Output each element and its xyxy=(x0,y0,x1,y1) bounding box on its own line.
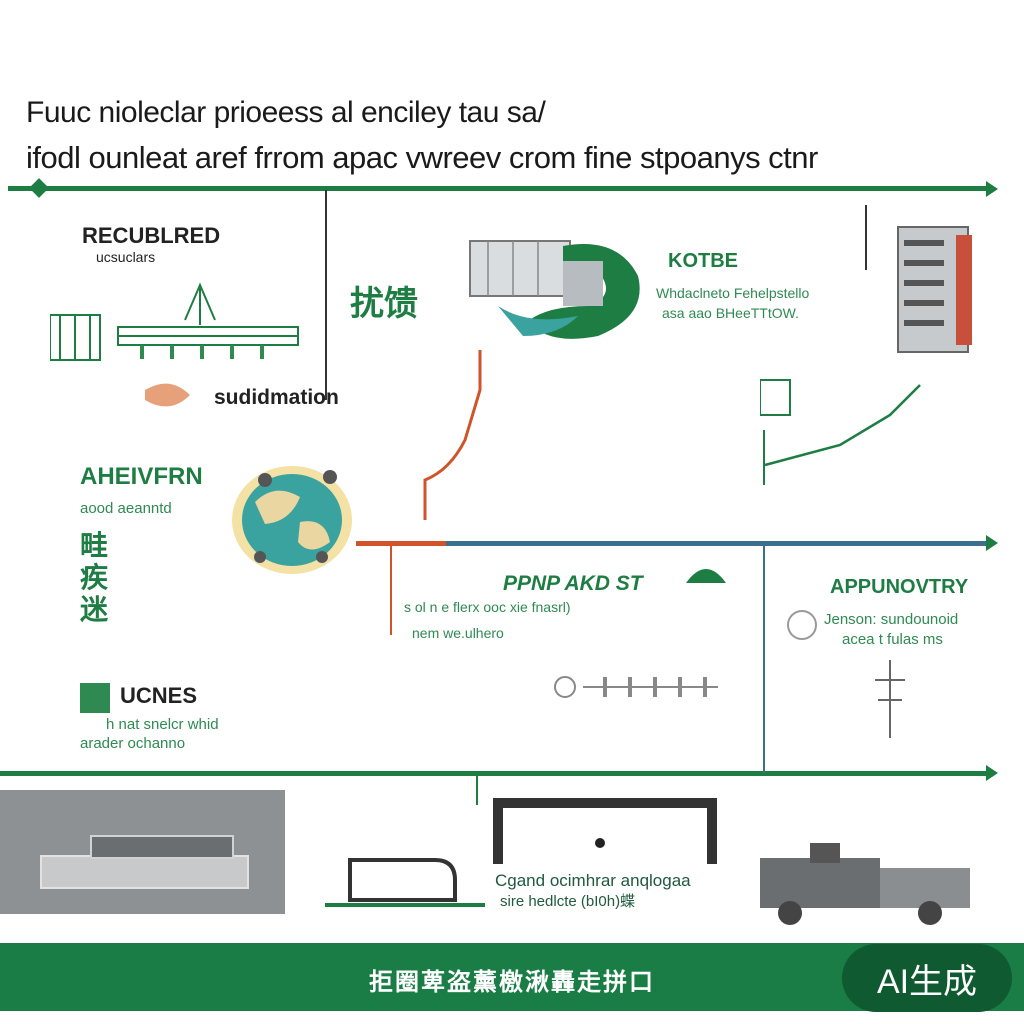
connector-left-vertical xyxy=(325,190,327,400)
middle-flow-line xyxy=(446,541,986,546)
top-flow-node-left xyxy=(29,178,49,198)
ppnp-title: PPNP AKD ST xyxy=(503,572,643,595)
bottom-left-machine xyxy=(0,790,285,914)
title-line-2: ifodl ounleat aref frrom apac vwreev cro… xyxy=(26,140,818,175)
connector-right-lower-vertical xyxy=(763,430,765,485)
appunovtry-icon xyxy=(787,610,817,640)
ai-generated-badge: AI生成 xyxy=(842,944,1012,1012)
aheivfrn-title: AHEIVFRN xyxy=(80,463,203,490)
appunovtry-title: APPUNOVTRY xyxy=(830,576,969,598)
bottom-center-frame xyxy=(493,798,717,864)
small-conveyor-illustration xyxy=(554,676,718,698)
middle-flow-line-orange xyxy=(356,541,446,546)
ppnp-subtitle-1: s ol n e flerx ooc xie fnasrl) xyxy=(404,599,571,615)
bottom-caption-1: Cgand ocimhrar anqlogaa xyxy=(495,871,691,890)
appunovtry-subtitle-1: Jenson: sundounoid xyxy=(824,611,959,628)
recubered-subtitle: ucsuclars xyxy=(96,249,156,265)
vertical-cn-label: 畦疾迷 xyxy=(80,530,109,625)
middle-flow-arrow-right xyxy=(986,535,998,551)
ppnp-subtitle-2: nem we.ulhero xyxy=(412,625,504,641)
ucnes-title: UCNES xyxy=(120,683,198,708)
conveyor-illustration xyxy=(50,282,299,407)
footer-text: 拒圈萆盗薰檄湫轟走拼口 xyxy=(369,969,655,996)
globe-illustration xyxy=(232,466,352,574)
cn-label-1: 扰馈 xyxy=(350,285,418,323)
orange-connector xyxy=(423,350,482,520)
top-flow-line xyxy=(8,186,992,191)
appunovtry-subtitle-2: acea t fulas ms xyxy=(842,631,943,648)
pylon-icon xyxy=(875,660,905,738)
aheivfrn-subtitle: aood aeanntd xyxy=(80,500,172,517)
kotbe-subtitle-2: asa aao BHeeTTtOW. xyxy=(662,305,799,321)
ucnes-icon xyxy=(80,683,110,713)
bottom-center-frame-dot xyxy=(595,838,605,848)
title-line-1: Fuuc nioleclar prioeess al enciley tau s… xyxy=(26,96,546,129)
bottom-flow-arrow-right xyxy=(986,765,998,781)
top-flow-arrow-right xyxy=(986,181,998,197)
factory-illustration xyxy=(469,240,640,339)
server-machine-illustration xyxy=(897,226,972,353)
submation-label: sudidmation xyxy=(214,386,339,409)
connector-top-right-vertical xyxy=(865,205,867,270)
kotbe-subtitle-1: Whdaclneto Fehelpstello xyxy=(656,285,810,301)
bottom-caption-2: sire hedlcte (bI0h)蝶 xyxy=(500,893,636,910)
ucnes-subtitle-1: h nat snelcr whid xyxy=(106,716,219,733)
connector-center-vertical xyxy=(390,545,392,635)
ppnp-icon xyxy=(686,569,726,583)
recubered-title: RECUBLRED xyxy=(82,223,221,248)
connector-bottom-vertical xyxy=(476,775,478,805)
green-branch-connector xyxy=(760,379,921,467)
bottom-truck-illustration xyxy=(325,858,485,907)
bottom-right-machinery xyxy=(760,843,970,925)
bottom-flow-line xyxy=(0,771,992,776)
connector-right-vertical xyxy=(763,545,765,773)
kotbe-title: KOTBE xyxy=(668,250,738,272)
ucnes-subtitle-2: arader ochanno xyxy=(80,735,186,752)
